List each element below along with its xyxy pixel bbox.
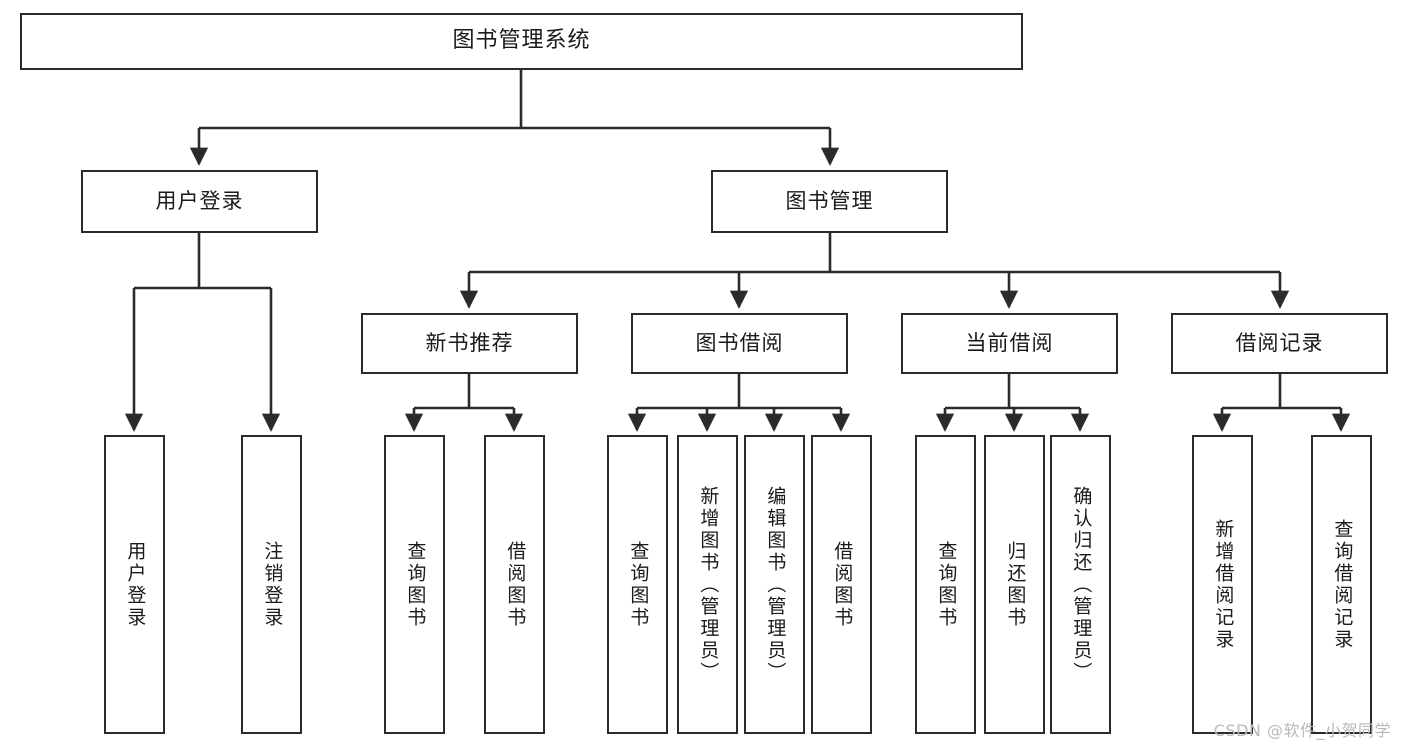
node-new-book-label: 新书推荐 <box>425 330 514 355</box>
node-new-book[interactable]: 新书推荐 <box>361 313 578 374</box>
leaf-label: 归还图书 <box>1004 540 1027 629</box>
node-current-borrow[interactable]: 当前借阅 <box>901 313 1118 374</box>
leaf-label: 借阅图书 <box>831 540 854 629</box>
node-book-manage-label: 图书管理 <box>785 188 874 213</box>
node-current-borrow-label: 当前借阅 <box>965 330 1054 355</box>
leaf-label: 借阅图书 <box>504 540 527 629</box>
leaf-label: 确认归还（管理员） <box>1070 485 1093 684</box>
leaf-book-borrow-2[interactable]: 编辑图书（管理员） <box>744 435 805 734</box>
leaf-book-borrow-1[interactable]: 新增图书（管理员） <box>677 435 738 734</box>
leaf-borrow-record-0[interactable]: 新增借阅记录 <box>1192 435 1253 734</box>
leaf-current-borrow-0[interactable]: 查询图书 <box>915 435 976 734</box>
leaf-book-borrow-0[interactable]: 查询图书 <box>607 435 668 734</box>
node-user-login-label: 用户登录 <box>155 188 244 213</box>
leaf-borrow-record-1[interactable]: 查询借阅记录 <box>1311 435 1372 734</box>
leaf-label: 新增图书（管理员） <box>697 485 720 684</box>
leaf-user-login-1[interactable]: 注销登录 <box>241 435 302 734</box>
leaf-current-borrow-2[interactable]: 确认归还（管理员） <box>1050 435 1111 734</box>
leaf-label: 查询借阅记录 <box>1331 518 1354 651</box>
node-book-manage[interactable]: 图书管理 <box>711 170 948 233</box>
leaf-label: 编辑图书（管理员） <box>764 485 787 684</box>
leaf-label: 用户登录 <box>124 540 147 629</box>
node-borrow-record-label: 借阅记录 <box>1235 330 1324 355</box>
leaf-user-login-0[interactable]: 用户登录 <box>104 435 165 734</box>
leaf-label: 查询图书 <box>404 540 427 629</box>
leaf-new-book-0[interactable]: 查询图书 <box>384 435 445 734</box>
leaf-book-borrow-3[interactable]: 借阅图书 <box>811 435 872 734</box>
leaf-new-book-1[interactable]: 借阅图书 <box>484 435 545 734</box>
leaf-label: 新增借阅记录 <box>1212 518 1235 651</box>
leaf-label: 查询图书 <box>627 540 650 629</box>
node-root-label: 图书管理系统 <box>452 28 591 54</box>
leaf-label: 查询图书 <box>935 540 958 629</box>
node-book-borrow[interactable]: 图书借阅 <box>631 313 848 374</box>
node-borrow-record[interactable]: 借阅记录 <box>1171 313 1388 374</box>
node-user-login[interactable]: 用户登录 <box>81 170 318 233</box>
leaf-current-borrow-1[interactable]: 归还图书 <box>984 435 1045 734</box>
node-root[interactable]: 图书管理系统 <box>20 13 1023 70</box>
leaf-label: 注销登录 <box>261 540 284 629</box>
node-book-borrow-label: 图书借阅 <box>695 330 784 355</box>
